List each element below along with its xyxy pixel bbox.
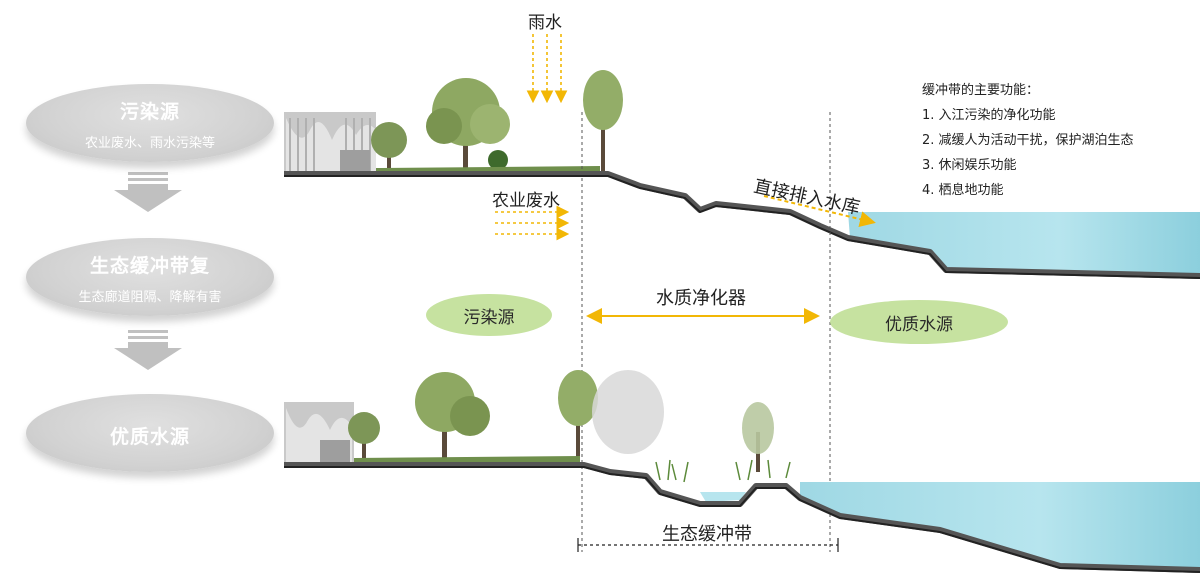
buffer-dimension — [577, 538, 839, 552]
oval-quality-title: 优质水源 — [109, 426, 190, 448]
bottom-water — [800, 482, 1200, 570]
function-item-4: 4. 栖息地功能 — [922, 183, 1004, 198]
bottom-grass — [354, 456, 580, 462]
top-building — [284, 112, 376, 174]
oval-pollution-source: 污染源 农业废水、雨水污染等 — [26, 84, 274, 162]
oval-buffer-title: 生态缓冲带复 — [89, 255, 210, 277]
down-arrow-2 — [114, 330, 182, 370]
purifier-label: 水质净化器 — [656, 288, 746, 309]
direct-discharge-arrow — [763, 195, 876, 227]
top-water — [848, 212, 1200, 276]
pollution-source-pill: 污染源 — [426, 294, 552, 336]
oval-buffer-subtitle: 生态廊道阻隔、降解有害 — [78, 290, 222, 305]
function-item-1: 1. 入江污染的净化功能 — [922, 108, 1056, 123]
down-arrow-1 — [114, 172, 182, 212]
quality-water-pill: 优质水源 — [830, 300, 1008, 344]
bottom-section — [284, 370, 1200, 573]
oval-buffer-restore: 生态缓冲带复 生态廊道阻隔、降解有害 — [26, 238, 274, 316]
bottom-ground — [284, 462, 1200, 573]
top-trees — [371, 70, 623, 172]
oval-quality-water: 优质水源 — [26, 394, 274, 472]
bottom-building — [284, 402, 354, 464]
buffer-zone-label: 生态缓冲带 — [662, 524, 752, 545]
agri-waste-label: 农业废水 — [492, 191, 560, 211]
flow-arrows — [114, 172, 182, 370]
agri-waste-arrows — [495, 205, 570, 241]
top-ground — [284, 171, 1200, 279]
guide-lines — [581, 112, 831, 552]
oval-pollution-title: 污染源 — [119, 101, 180, 123]
functions-list: 缓冲带的主要功能： 1. 入江污染的净化功能 2. 减缓人为活动干扰，保护湖泊生… — [922, 78, 1134, 203]
function-item-3: 3. 休闲娱乐功能 — [922, 158, 1017, 173]
oval-pollution-subtitle: 农业废水、雨水污染等 — [84, 136, 215, 151]
top-grass — [376, 166, 600, 172]
function-item-2: 2. 减缓人为活动干扰，保护湖泊生态 — [922, 133, 1134, 148]
bottom-pond-water — [700, 492, 746, 502]
top-section — [284, 34, 1200, 279]
rain-label: 雨水 — [528, 13, 562, 33]
functions-title: 缓冲带的主要功能： — [922, 83, 1040, 98]
bottom-trees — [348, 370, 774, 472]
rain-arrows — [526, 34, 568, 104]
bottom-reeds — [655, 459, 791, 483]
